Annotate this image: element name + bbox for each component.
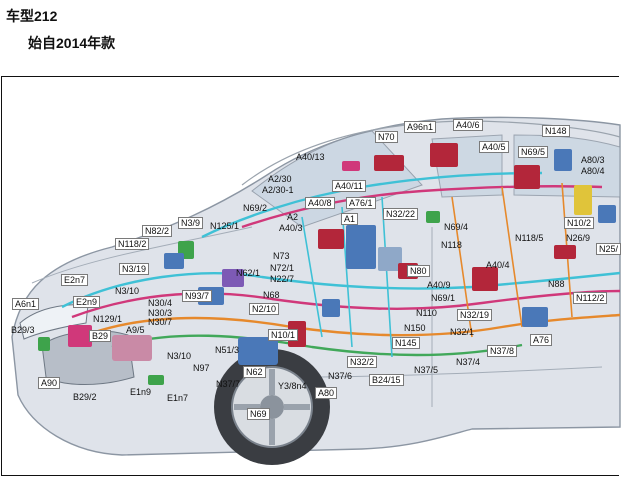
- label-B29-2: B29/2: [73, 392, 97, 402]
- front-wheel-spokes: [234, 369, 310, 445]
- label-N112-2: N112/2: [573, 292, 608, 304]
- label-N118-5: N118/5: [515, 233, 544, 243]
- label-B29-3: B29/3: [11, 325, 35, 335]
- label-A6n1: A6n1: [12, 298, 40, 310]
- label-N30-3: N30/3: [148, 308, 173, 318]
- label-N118-2: N118/2: [115, 238, 150, 250]
- label-N97: N97: [193, 363, 210, 373]
- label-N32-2: N32/2: [347, 356, 378, 368]
- label-N110: N110: [416, 308, 437, 318]
- label-N10-1: N10/1: [268, 329, 299, 341]
- label-N93-7: N93/7: [182, 290, 213, 302]
- label-N129-1: N129/1: [93, 314, 123, 324]
- label-N148: N148: [542, 125, 570, 137]
- headlight: [19, 304, 89, 340]
- label-A40-5: A40/5: [479, 141, 509, 153]
- label-A80-3: A80/3: [581, 155, 605, 165]
- label-Y3-8n4: Y3/8n4: [278, 381, 307, 391]
- label-A96n1: A96n1: [404, 121, 437, 133]
- label-N118: N118: [441, 240, 462, 250]
- model-year-subtitle: 始自2014年款: [28, 35, 116, 51]
- label-N37-7: N37/7: [216, 379, 241, 389]
- label-N69-2: N69/2: [243, 203, 268, 213]
- label-N62: N62: [243, 366, 266, 378]
- label-A76: A76: [530, 334, 553, 346]
- label-N10-2: N10/2: [564, 217, 595, 229]
- label-N37-5: N37/5: [414, 365, 439, 375]
- label-A2-30: A2/30: [268, 174, 292, 184]
- label-E2n7: E2n7: [61, 274, 89, 286]
- label-N68: N68: [263, 290, 280, 300]
- front-grille: [41, 330, 135, 385]
- label-N125-1: N125/1: [210, 221, 240, 231]
- label-E1n7: E1n7: [167, 393, 189, 403]
- label-N150: N150: [404, 323, 426, 333]
- label-N70: N70: [375, 131, 398, 143]
- label-A2: A2: [287, 212, 299, 222]
- sill-line: [301, 366, 603, 378]
- label-N30-4: N30/4: [148, 298, 173, 308]
- label-A40-11: A40/11: [332, 180, 366, 192]
- label-A40-8: A40/8: [305, 197, 335, 209]
- label-N37-6: N37/6: [328, 371, 353, 381]
- label-N2-10: N2/10: [249, 303, 280, 315]
- label-N37-4: N37/4: [456, 357, 481, 367]
- label-N73: N73: [273, 251, 290, 261]
- label-A40-3: A40/3: [279, 223, 303, 233]
- label-N3-10-bottom: N3/10: [167, 351, 192, 361]
- label-A1: A1: [341, 213, 359, 225]
- label-A90: A90: [38, 377, 61, 389]
- label-N80: N80: [407, 265, 430, 277]
- label-N145: N145: [392, 337, 420, 349]
- label-E1n9: E1n9: [130, 387, 152, 397]
- label-N62-1: N62/1: [236, 268, 261, 278]
- vehicle-diagram-frame: A96n1 A40/6 N70 N148 A40/13 A40/5 N69/5 …: [1, 76, 621, 476]
- label-A40-4: A40/4: [486, 260, 510, 270]
- label-N37-8: N37/8: [487, 345, 518, 357]
- label-A2-30-1: A2/30-1: [262, 185, 294, 195]
- label-N69: N69: [247, 408, 270, 420]
- vehicle-modules: [38, 143, 616, 385]
- label-A80: A80: [315, 387, 338, 399]
- label-N3-10-top: N3/10: [115, 286, 140, 296]
- label-A80-4: A80/4: [581, 166, 605, 176]
- model-title: 车型212: [6, 8, 58, 24]
- label-A40-6: A40/6: [453, 119, 483, 131]
- label-N25: N25/: [596, 243, 621, 255]
- label-N69-1: N69/1: [431, 293, 456, 303]
- label-N69-5: N69/5: [518, 146, 549, 158]
- hood-line: [31, 226, 253, 284]
- label-N22-7: N22/7: [270, 274, 295, 284]
- label-N30-7: N30/7: [148, 317, 173, 327]
- label-N3-9: N3/9: [178, 217, 204, 229]
- vehicle-illustration: [11, 116, 621, 465]
- label-A76-1: A76/1: [346, 197, 376, 209]
- label-N82-2: N82/2: [142, 225, 173, 237]
- label-N69-4: N69/4: [444, 222, 469, 232]
- label-A40-13: A40/13: [296, 152, 325, 162]
- label-N26-9: N26/9: [566, 233, 591, 243]
- label-B29: B29: [89, 330, 112, 342]
- label-A40-9: A40/9: [427, 280, 451, 290]
- label-N3-19: N3/19: [119, 263, 150, 275]
- label-N88: N88: [548, 279, 565, 289]
- label-N32-19: N32/19: [457, 309, 493, 321]
- label-A9-5: A9/5: [126, 325, 145, 335]
- label-E2n9: E2n9: [73, 296, 101, 308]
- label-N32-1: N32/1: [450, 327, 475, 337]
- label-N72-1: N72/1: [270, 263, 295, 273]
- label-N32-22: N32/22: [383, 208, 419, 220]
- label-B24-15: B24/15: [369, 374, 404, 386]
- label-N51-3: N51/3: [215, 345, 240, 355]
